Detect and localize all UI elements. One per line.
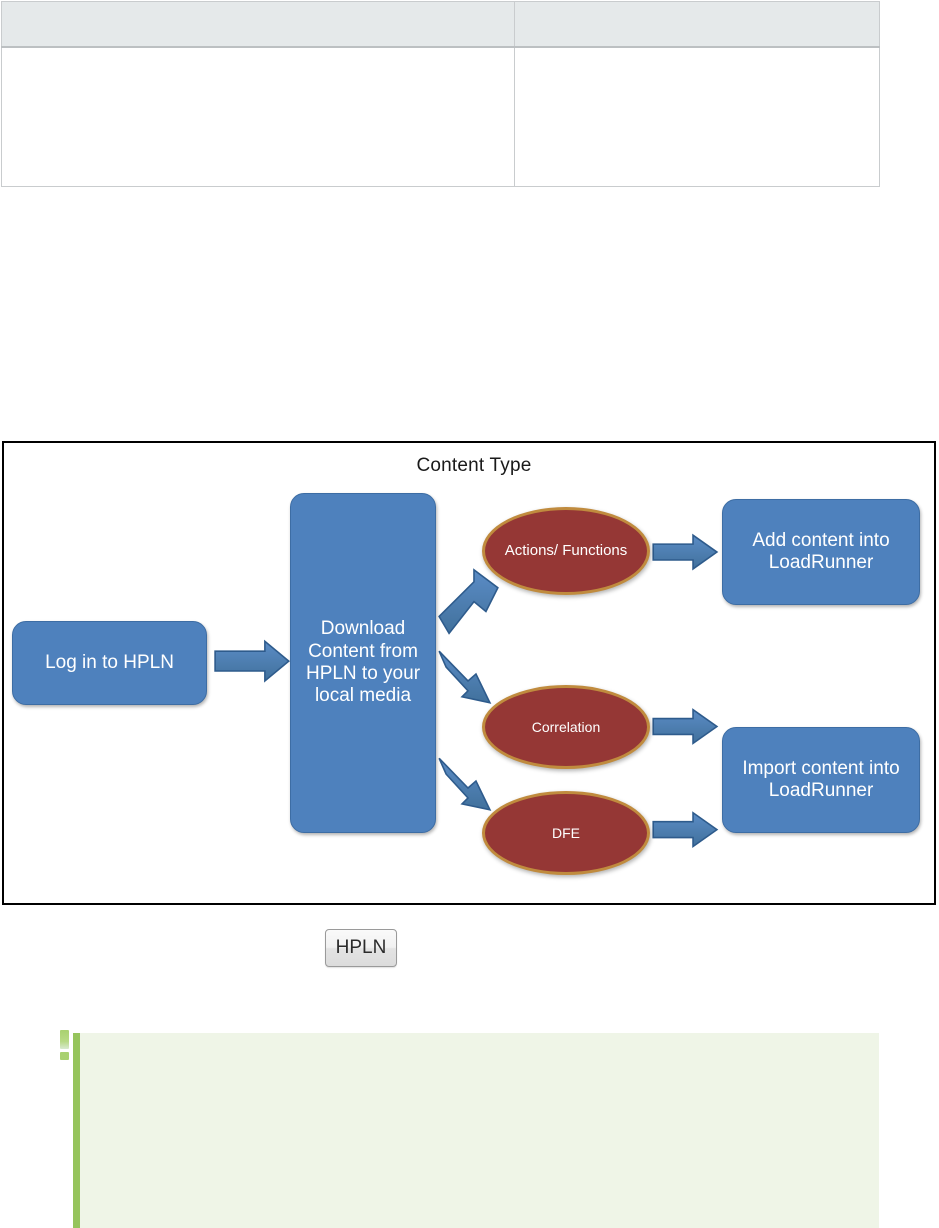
hpln-button[interactable]: HPLN [325, 929, 397, 967]
diagram-title: Content Type [416, 455, 532, 476]
table-row [1, 46, 880, 187]
exclamation-icon [58, 1030, 72, 1060]
diagram-node-import-content[interactable]: Import content into LoadRunner [722, 727, 920, 833]
arrow-download-to-correlation [438, 650, 492, 704]
arrow-download-to-actions [438, 568, 499, 635]
table-cell-2 [514, 46, 880, 187]
exclamation-icon-bar [60, 1030, 69, 1049]
table-body [1, 46, 880, 187]
arrow-download-to-dfe [438, 757, 492, 811]
arrow-dfe-to-import [652, 811, 719, 849]
content-table [1, 1, 880, 187]
diagram-node-add-content[interactable]: Add content into LoadRunner [722, 499, 920, 605]
table-header-cell-1 [1, 1, 515, 48]
diagram-node-dfe[interactable]: DFE [482, 791, 650, 875]
arrow-correlation-to-import [652, 708, 719, 745]
diagram-node-download[interactable]: Download Content from HPLN to your local… [290, 493, 436, 833]
diagram-node-correlation[interactable]: Correlation [482, 685, 650, 769]
diagram-node-actions-functions[interactable]: Actions/ Functions [482, 507, 650, 595]
table-cell-1 [1, 46, 515, 187]
table-header [1, 1, 880, 48]
exclamation-icon-dot [60, 1052, 69, 1060]
diagram-node-login[interactable]: Log in to HPLN [12, 621, 207, 705]
note-callout-text [80, 1033, 879, 1053]
note-callout-panel [73, 1033, 879, 1228]
table-header-row [1, 1, 880, 48]
table-header-cell-2 [514, 1, 880, 48]
arrow-actions-to-add [652, 533, 719, 571]
flow-diagram: Content Type [2, 441, 936, 905]
arrow-login-to-download [214, 639, 291, 683]
